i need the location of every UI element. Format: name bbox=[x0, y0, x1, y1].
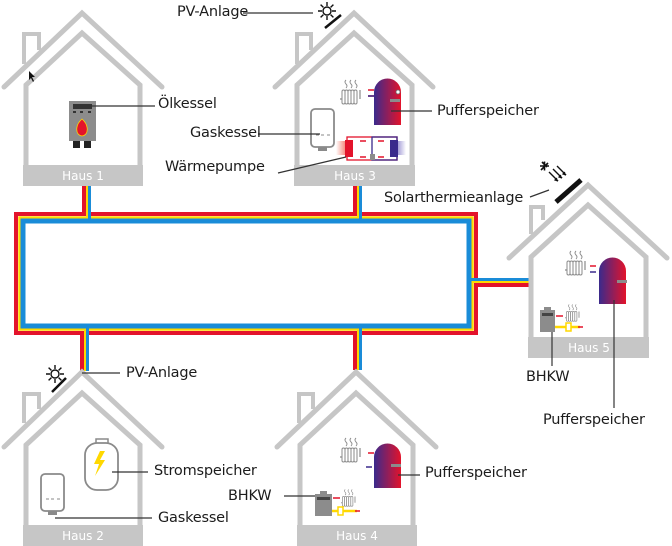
pipe-network bbox=[14, 186, 530, 371]
radiator-icon bbox=[564, 250, 586, 276]
chimney-icon bbox=[22, 32, 41, 64]
house-label: Haus 5 bbox=[568, 341, 610, 355]
house-base bbox=[294, 165, 415, 186]
house-walls bbox=[23, 389, 143, 528]
gas-boiler-icon bbox=[40, 473, 65, 515]
chimney-icon bbox=[22, 392, 41, 423]
house-roof bbox=[1, 9, 165, 90]
oil-boiler-icon bbox=[69, 101, 96, 148]
label-solarthermieanlage: Solarthermieanlage bbox=[384, 190, 524, 206]
radiator-icon bbox=[339, 437, 361, 463]
chimney-icon bbox=[297, 392, 315, 423]
house-roof bbox=[506, 181, 670, 261]
house-base bbox=[528, 337, 649, 358]
haus-4: Haus 4 bbox=[274, 368, 439, 546]
pipe-haus3 bbox=[353, 186, 362, 220]
chp-unit-icon bbox=[315, 489, 360, 516]
chimney-icon bbox=[295, 32, 313, 64]
house-walls bbox=[297, 389, 416, 528]
house-base bbox=[23, 525, 143, 546]
heat-pump-icon bbox=[336, 136, 406, 161]
sun-icon bbox=[317, 1, 337, 21]
flow-arrows bbox=[368, 89, 374, 97]
label-pufferspeicher-haus3: Pufferspeicher bbox=[437, 103, 539, 119]
pipe-loop-red bbox=[14, 212, 478, 335]
label-waermepumpe: Wärmepumpe bbox=[165, 159, 265, 175]
label-pv-anlage-haus3: PV-Anlage bbox=[177, 4, 249, 20]
pipe-haus2 bbox=[80, 326, 89, 371]
label-oelkessel: Ölkessel bbox=[158, 96, 217, 112]
house-label: Haus 1 bbox=[62, 169, 104, 183]
mouse-cursor-icon bbox=[29, 71, 35, 82]
solar-panel-icon bbox=[317, 1, 342, 29]
label-stromspeicher: Stromspeicher bbox=[154, 463, 257, 479]
house-label: Haus 2 bbox=[62, 529, 104, 543]
radiator-icon bbox=[339, 79, 361, 105]
house-walls bbox=[528, 201, 649, 340]
chimney-icon bbox=[529, 205, 545, 234]
pipe-loop-yellow bbox=[18, 216, 474, 331]
label-gaskessel-haus2: Gaskessel bbox=[158, 510, 229, 526]
buffer-tank-icon bbox=[374, 443, 401, 488]
pipe-haus4 bbox=[353, 326, 362, 370]
pipe-haus5 bbox=[469, 278, 530, 287]
pipe-haus1 bbox=[82, 186, 91, 220]
house-label: Haus 3 bbox=[334, 169, 376, 183]
label-bhkw-haus5: BHKW bbox=[526, 369, 570, 385]
house-base bbox=[297, 525, 417, 546]
house-roof bbox=[1, 368, 165, 450]
sun-icon bbox=[45, 364, 65, 384]
house-roof bbox=[272, 9, 436, 90]
battery-storage-icon bbox=[84, 438, 119, 491]
label-pufferspeicher-haus4: Pufferspeicher bbox=[425, 465, 527, 481]
house-label: Haus 4 bbox=[336, 529, 378, 543]
label-pufferspeicher-haus5: Pufferspeicher bbox=[543, 412, 645, 428]
label-gaskessel-haus3: Gaskessel bbox=[190, 125, 261, 141]
haus-3: Haus 3 bbox=[243, 1, 436, 186]
label-bhkw-haus4: BHKW bbox=[228, 488, 272, 504]
haus-2: Haus 2 bbox=[1, 364, 165, 546]
pipe-loop-blue bbox=[20, 218, 472, 329]
house-base bbox=[23, 165, 143, 186]
label-pv-anlage-haus2: PV-Anlage bbox=[126, 365, 198, 381]
gas-boiler-icon bbox=[310, 108, 335, 151]
solar-panel-icon bbox=[45, 364, 67, 393]
buffer-tank-icon bbox=[599, 257, 627, 304]
haus-5: Haus 5 bbox=[506, 161, 670, 408]
house-roof bbox=[274, 368, 439, 450]
house-walls bbox=[23, 29, 143, 168]
solar-thermal-collector-icon bbox=[540, 161, 583, 204]
chp-unit-icon bbox=[540, 304, 583, 332]
buffer-tank-icon bbox=[374, 78, 401, 125]
haus-1: Haus 1 bbox=[1, 9, 165, 186]
house-walls bbox=[294, 29, 415, 168]
